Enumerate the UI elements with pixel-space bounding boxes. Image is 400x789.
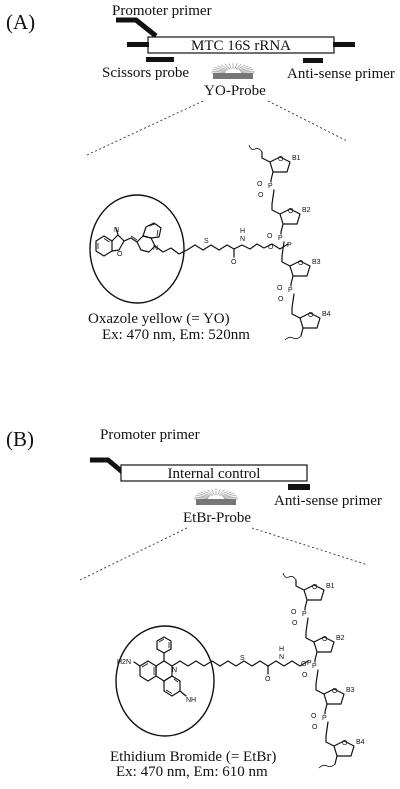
panel-b-dye-circle	[115, 625, 215, 737]
panel-a-atom-nplus: N	[114, 227, 119, 234]
panel-a-atom-amide-o: O	[231, 259, 237, 266]
base-label: B4	[322, 311, 331, 318]
base-label: B4	[356, 739, 365, 746]
panel-b-ethidium-structure: H2N NH N	[117, 636, 221, 704]
svg-text:O: O	[268, 244, 274, 251]
panel-a: (A) Promoter primer MTC 16S rRNA Scissor…	[6, 3, 395, 343]
panel-a-atom-s: S	[204, 238, 209, 245]
base-label: B2	[302, 207, 311, 214]
panel-a-atom-amide-h: H	[240, 228, 245, 235]
panel-b-probe-label: EtBr-Probe	[183, 510, 251, 526]
svg-text:O: O	[322, 636, 328, 643]
svg-text:O: O	[302, 672, 308, 679]
panel-a-probe-label: YO-Probe	[204, 83, 266, 99]
phosphate-p: P	[312, 663, 317, 670]
panel-b-dye-name: Ethidium Bromide (= EtBr)	[110, 749, 276, 765]
sugar-ring	[323, 688, 345, 705]
base-label: B2	[336, 635, 345, 642]
panel-a-dye-circle	[89, 194, 185, 304]
svg-text:O: O	[288, 208, 294, 215]
panel-b-atom-amide-n: N	[279, 654, 284, 661]
panel-a-scissors-label: Scissors probe	[102, 65, 189, 81]
sugar-ring	[303, 584, 325, 601]
panel-b-dye-wavelengths: Ex: 470 nm, Em: 610 nm	[116, 764, 268, 780]
svg-text:O: O	[298, 260, 304, 267]
panel-b-target-label: Internal control	[168, 466, 261, 482]
panel-b-target-box	[120, 464, 308, 482]
svg-text:O: O	[258, 192, 264, 199]
panel-a-zoom-line-right	[267, 100, 348, 142]
svg-text:O: O	[312, 724, 318, 731]
sugar-ring	[289, 260, 311, 277]
panel-a-promoter-label: Promoter primer	[112, 3, 212, 19]
panel-a-antisense-label: Anti-sense primer	[287, 66, 395, 82]
sugar-ring	[279, 208, 301, 225]
panel-a-atom-n: N	[153, 245, 158, 252]
svg-text:O: O	[301, 661, 307, 668]
panel-b-promoter-label: Promoter primer	[100, 427, 200, 443]
panel-b-atom-h2n: H2N	[117, 659, 131, 666]
sugar-ring	[299, 312, 321, 329]
panel-a-linker: S O H N P	[186, 228, 292, 266]
svg-text:O: O	[312, 584, 318, 591]
svg-text:O: O	[291, 609, 297, 616]
panel-a-target-label: MTC 16S rRNA	[191, 38, 291, 54]
panel-a-right-strand-bar	[333, 42, 355, 47]
panel-a-probe-glow	[211, 63, 255, 74]
panel-b-linker: S O H N P	[219, 646, 312, 683]
panel-b-etbr-probe	[196, 499, 236, 505]
panel-b-atom-p: P	[307, 660, 312, 667]
phosphate-p: P	[302, 611, 307, 618]
panel-b: (B) Promoter primer Internal control Ant…	[6, 427, 382, 780]
phosphate-p: P	[288, 287, 293, 294]
panel-b-antisense-primer	[288, 484, 310, 490]
phosphate-p: P	[278, 235, 283, 242]
svg-text:O: O	[311, 713, 317, 720]
base-label: B3	[346, 687, 355, 694]
sugar-ring	[313, 636, 335, 653]
panel-a-promoter-primer	[116, 17, 158, 38]
sugar-ring	[333, 740, 355, 757]
base-label: B1	[292, 155, 301, 162]
base-label: B3	[312, 259, 321, 266]
svg-text:O: O	[257, 181, 263, 188]
panel-a-label: (A)	[6, 10, 35, 34]
panel-a-antisense-primer	[303, 58, 323, 63]
panel-b-atom-s: S	[240, 655, 245, 662]
svg-text:O: O	[292, 620, 298, 627]
svg-text:O: O	[278, 156, 284, 163]
panel-a-atom-p: P	[287, 242, 292, 249]
svg-text:O: O	[278, 296, 284, 303]
panel-a-dye-wavelengths: Ex: 470 nm, Em: 520nm	[102, 327, 250, 343]
panel-a-left-strand-bar	[127, 42, 149, 47]
panel-a-atom-amide-n: N	[240, 236, 245, 243]
svg-text:O: O	[277, 285, 283, 292]
panel-a-scissors-probe	[146, 57, 174, 62]
panel-a-dye-name: Oxazole yellow (= YO)	[88, 311, 230, 327]
panel-a-zoom-line-left	[86, 100, 204, 156]
panel-b-zoom-line-right	[251, 527, 369, 566]
base-label: B1	[326, 583, 335, 590]
panel-b-antisense-label: Anti-sense primer	[274, 493, 382, 509]
panel-a-oxazole-yellow-structure: N O N	[95, 222, 188, 258]
panel-b-zoom-line-left	[79, 527, 188, 581]
panel-b-probe-glow	[194, 489, 238, 500]
panel-b-atom-nplus: N	[172, 667, 177, 674]
panel-a-atom-o: O	[117, 251, 123, 258]
svg-text:O: O	[308, 312, 314, 319]
sugar-ring	[269, 156, 291, 173]
phosphate-p: P	[268, 183, 273, 190]
panel-b-atom-nh: NH	[186, 697, 196, 704]
svg-text:O: O	[267, 233, 273, 240]
panel-b-label: (B)	[6, 427, 34, 451]
svg-text:O: O	[332, 688, 338, 695]
phosphate-p: P	[322, 715, 327, 722]
svg-text:O: O	[342, 740, 348, 747]
panel-b-atom-amide-h: H	[279, 646, 284, 653]
panel-b-atom-amide-o: O	[265, 676, 271, 683]
panel-b-promoter-primer	[90, 457, 128, 477]
panel-a-yo-probe	[213, 73, 253, 79]
